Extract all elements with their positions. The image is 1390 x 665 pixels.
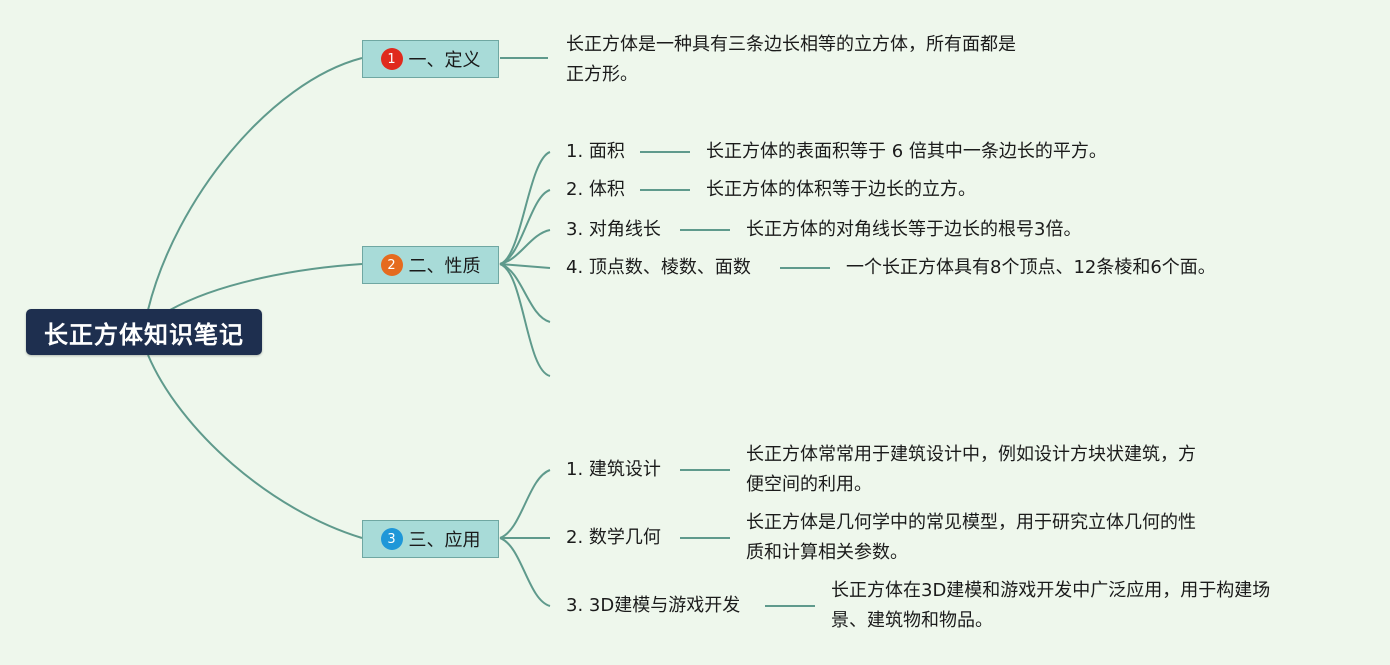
detail-line-2: 质和计算相关参数。 xyxy=(746,542,908,563)
connector-property-3 xyxy=(499,229,551,265)
application-item-architecture[interactable]: 1. 建筑设计 xyxy=(566,459,661,480)
connector-application-1 xyxy=(499,469,551,539)
connector-property-2 xyxy=(499,189,551,265)
definition-text: 长正方体是一种具有三条边长相等的立方体，所有面都是 正方形。 xyxy=(566,30,1016,90)
detail-line-1: 长正方体是几何学中的常见模型，用于研究立体几何的性 xyxy=(746,512,1196,533)
root-topic[interactable]: 长正方体知识笔记 xyxy=(26,309,262,355)
property-detail-volume: 长正方体的体积等于边长的立方。 xyxy=(706,179,976,200)
detail-line-1: 长正方体在3D建模和游戏开发中广泛应用，用于构建场 xyxy=(831,580,1271,601)
connector-root-definition xyxy=(147,57,363,311)
branch-applications[interactable]: 3 三、应用 xyxy=(362,520,499,558)
application-detail-geometry: 长正方体是几何学中的常见模型，用于研究立体几何的性 质和计算相关参数。 xyxy=(746,508,1196,568)
application-item-geometry[interactable]: 2. 数学几何 xyxy=(566,527,661,548)
detail-line-1: 长正方体常常用于建筑设计中，例如设计方块状建筑，方 xyxy=(746,444,1196,465)
branch-label: 三、应用 xyxy=(408,530,481,551)
application-item-3d-games[interactable]: 3. 3D建模与游戏开发 xyxy=(566,595,741,616)
application-detail-3d-games: 长正方体在3D建模和游戏开发中广泛应用，用于构建场 景、建筑物和物品。 xyxy=(831,576,1270,636)
connector-root-properties xyxy=(169,263,363,311)
definition-line-2: 正方形。 xyxy=(566,64,638,85)
connector-application-3 xyxy=(499,537,551,607)
detail-line-2: 便空间的利用。 xyxy=(746,474,872,495)
property-detail-area: 长正方体的表面积等于 6 倍其中一条边长的平方。 xyxy=(706,141,1107,162)
priority-1-icon: 1 xyxy=(380,48,403,70)
branch-label: 二、性质 xyxy=(408,256,481,277)
connector-property-4 xyxy=(499,263,551,269)
application-detail-architecture: 长正方体常常用于建筑设计中，例如设计方块状建筑，方 便空间的利用。 xyxy=(746,440,1196,500)
branch-properties[interactable]: 2 二、性质 xyxy=(362,246,499,284)
priority-3-icon: 3 xyxy=(380,528,403,550)
property-item-counts[interactable]: 4. 顶点数、棱数、面数 xyxy=(566,257,751,278)
property-item-volume[interactable]: 2. 体积 xyxy=(566,179,625,200)
property-item-diagonal[interactable]: 3. 对角线长 xyxy=(566,219,661,240)
connector-root-applications xyxy=(147,354,363,539)
branch-definition[interactable]: 1 一、定义 xyxy=(362,40,499,78)
connector-property-empty-1 xyxy=(499,263,551,323)
definition-line-1: 长正方体是一种具有三条边长相等的立方体，所有面都是 xyxy=(566,34,1016,55)
property-detail-counts: 一个长正方体具有8个顶点、12条棱和6个面。 xyxy=(846,257,1216,278)
connector-property-1 xyxy=(499,151,551,265)
connector-property-empty-2 xyxy=(499,263,551,377)
detail-line-2: 景、建筑物和物品。 xyxy=(831,610,993,631)
branch-label: 一、定义 xyxy=(408,50,481,71)
property-detail-diagonal: 长正方体的对角线长等于边长的根号3倍。 xyxy=(746,219,1082,240)
priority-2-icon: 2 xyxy=(380,254,403,276)
property-item-area[interactable]: 1. 面积 xyxy=(566,141,625,162)
